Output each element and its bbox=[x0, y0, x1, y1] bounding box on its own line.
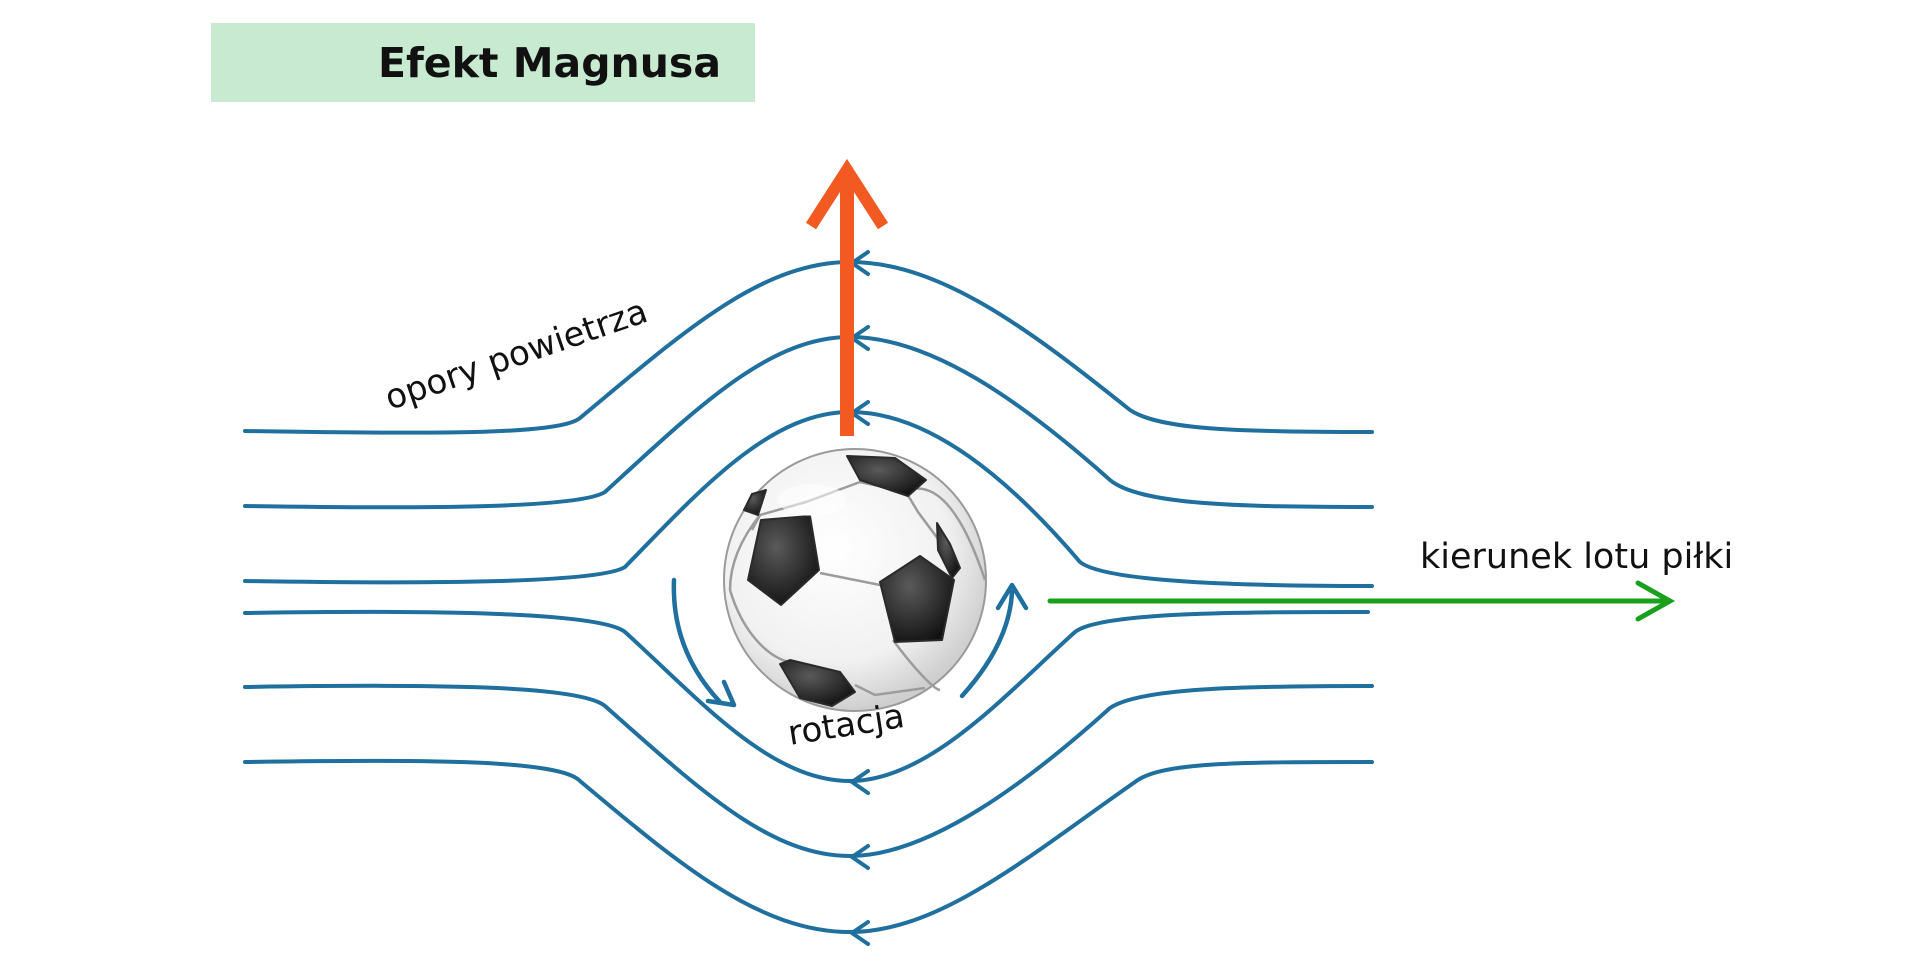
rotation-arrows bbox=[671, 577, 1029, 708]
title-text: Efekt Magnusa bbox=[377, 38, 721, 87]
streamline-bottom-1 bbox=[243, 609, 1370, 784]
page-title: Efekt Magnusa bbox=[211, 23, 755, 102]
streamline-bottom-3 bbox=[243, 758, 1374, 935]
flow-arrowhead bbox=[848, 844, 870, 870]
air-resistance-label: opory powietrza bbox=[380, 291, 653, 418]
title-background bbox=[211, 23, 755, 102]
soccer-ball-icon bbox=[723, 448, 987, 712]
rotation-arrowhead-left bbox=[705, 679, 737, 708]
streamline-bottom-2 bbox=[243, 683, 1374, 859]
flight-direction-label: kierunek lotu piłki bbox=[1420, 537, 1733, 577]
flow-arrowhead bbox=[848, 769, 870, 795]
magnus-force-arrow bbox=[805, 158, 889, 436]
flight-direction-arrow bbox=[1047, 580, 1676, 622]
flow-arrowhead bbox=[848, 920, 870, 946]
rotation-label: rotacja bbox=[785, 696, 907, 754]
rotation-arrowhead-right bbox=[995, 582, 1029, 611]
rotation-arrow-right bbox=[959, 589, 1015, 699]
rotation-arrow-left bbox=[671, 577, 723, 705]
